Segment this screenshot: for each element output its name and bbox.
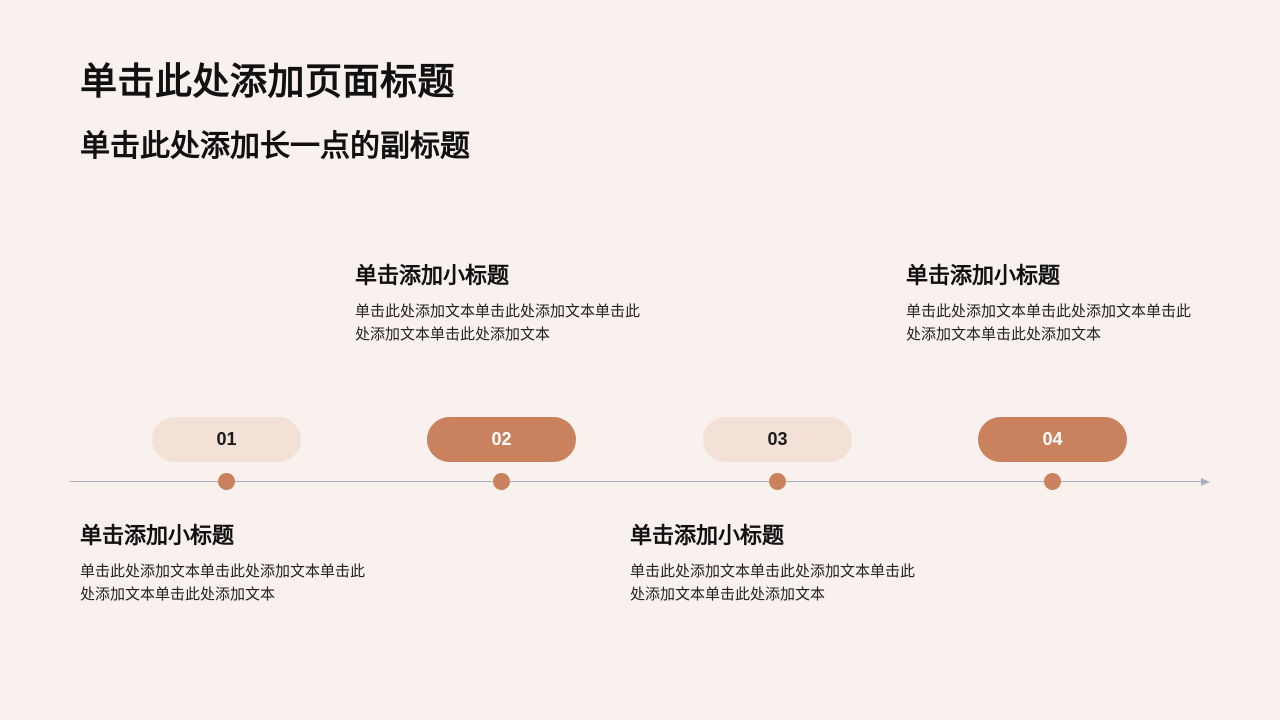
- step-1-body[interactable]: 单击此处添加文本单击此处添加文本单击此处添加文本单击此处添加文本: [80, 562, 366, 603]
- step-4-number: 04: [1042, 429, 1063, 449]
- step-3-number-pill[interactable]: 03: [703, 417, 852, 462]
- step-1-heading[interactable]: 单击添加小标题: [80, 524, 235, 549]
- step-4-heading[interactable]: 单击添加小标题: [906, 264, 1061, 289]
- page-title[interactable]: 单击此处添加页面标题: [80, 60, 455, 103]
- page-subtitle[interactable]: 单击此处添加长一点的副标题: [80, 129, 470, 164]
- step-2-card: 单击添加小标题 单击此处添加文本单击此处添加文本单击此处添加文本单击此处添加文本: [355, 262, 655, 346]
- step-3-dot: [769, 473, 786, 490]
- step-2-body[interactable]: 单击此处添加文本单击此处添加文本单击此处添加文本单击此处添加文本: [355, 302, 641, 343]
- step-3-card: 单击添加小标题 单击此处添加文本单击此处添加文本单击此处添加文本单击此处添加文本: [630, 522, 930, 606]
- step-1-number: 01: [216, 429, 237, 449]
- step-2-number: 02: [491, 429, 512, 449]
- step-1-dot: [218, 473, 235, 490]
- step-1-number-pill[interactable]: 01: [152, 417, 301, 462]
- step-3-body[interactable]: 单击此处添加文本单击此处添加文本单击此处添加文本单击此处添加文本: [630, 562, 916, 603]
- timeline-axis-line: [70, 481, 1202, 482]
- step-2-heading[interactable]: 单击添加小标题: [355, 264, 510, 289]
- step-3-number: 03: [767, 429, 788, 449]
- step-1-card: 单击添加小标题 单击此处添加文本单击此处添加文本单击此处添加文本单击此处添加文本: [80, 522, 380, 606]
- step-4-body[interactable]: 单击此处添加文本单击此处添加文本单击此处添加文本单击此处添加文本: [906, 302, 1192, 343]
- step-4-card: 单击添加小标题 单击此处添加文本单击此处添加文本单击此处添加文本单击此处添加文本: [906, 262, 1206, 346]
- step-3-heading[interactable]: 单击添加小标题: [630, 524, 785, 549]
- timeline-arrow-icon: [1201, 478, 1210, 486]
- step-4-number-pill[interactable]: 04: [978, 417, 1127, 462]
- step-2-number-pill[interactable]: 02: [427, 417, 576, 462]
- step-2-dot: [493, 473, 510, 490]
- step-4-dot: [1044, 473, 1061, 490]
